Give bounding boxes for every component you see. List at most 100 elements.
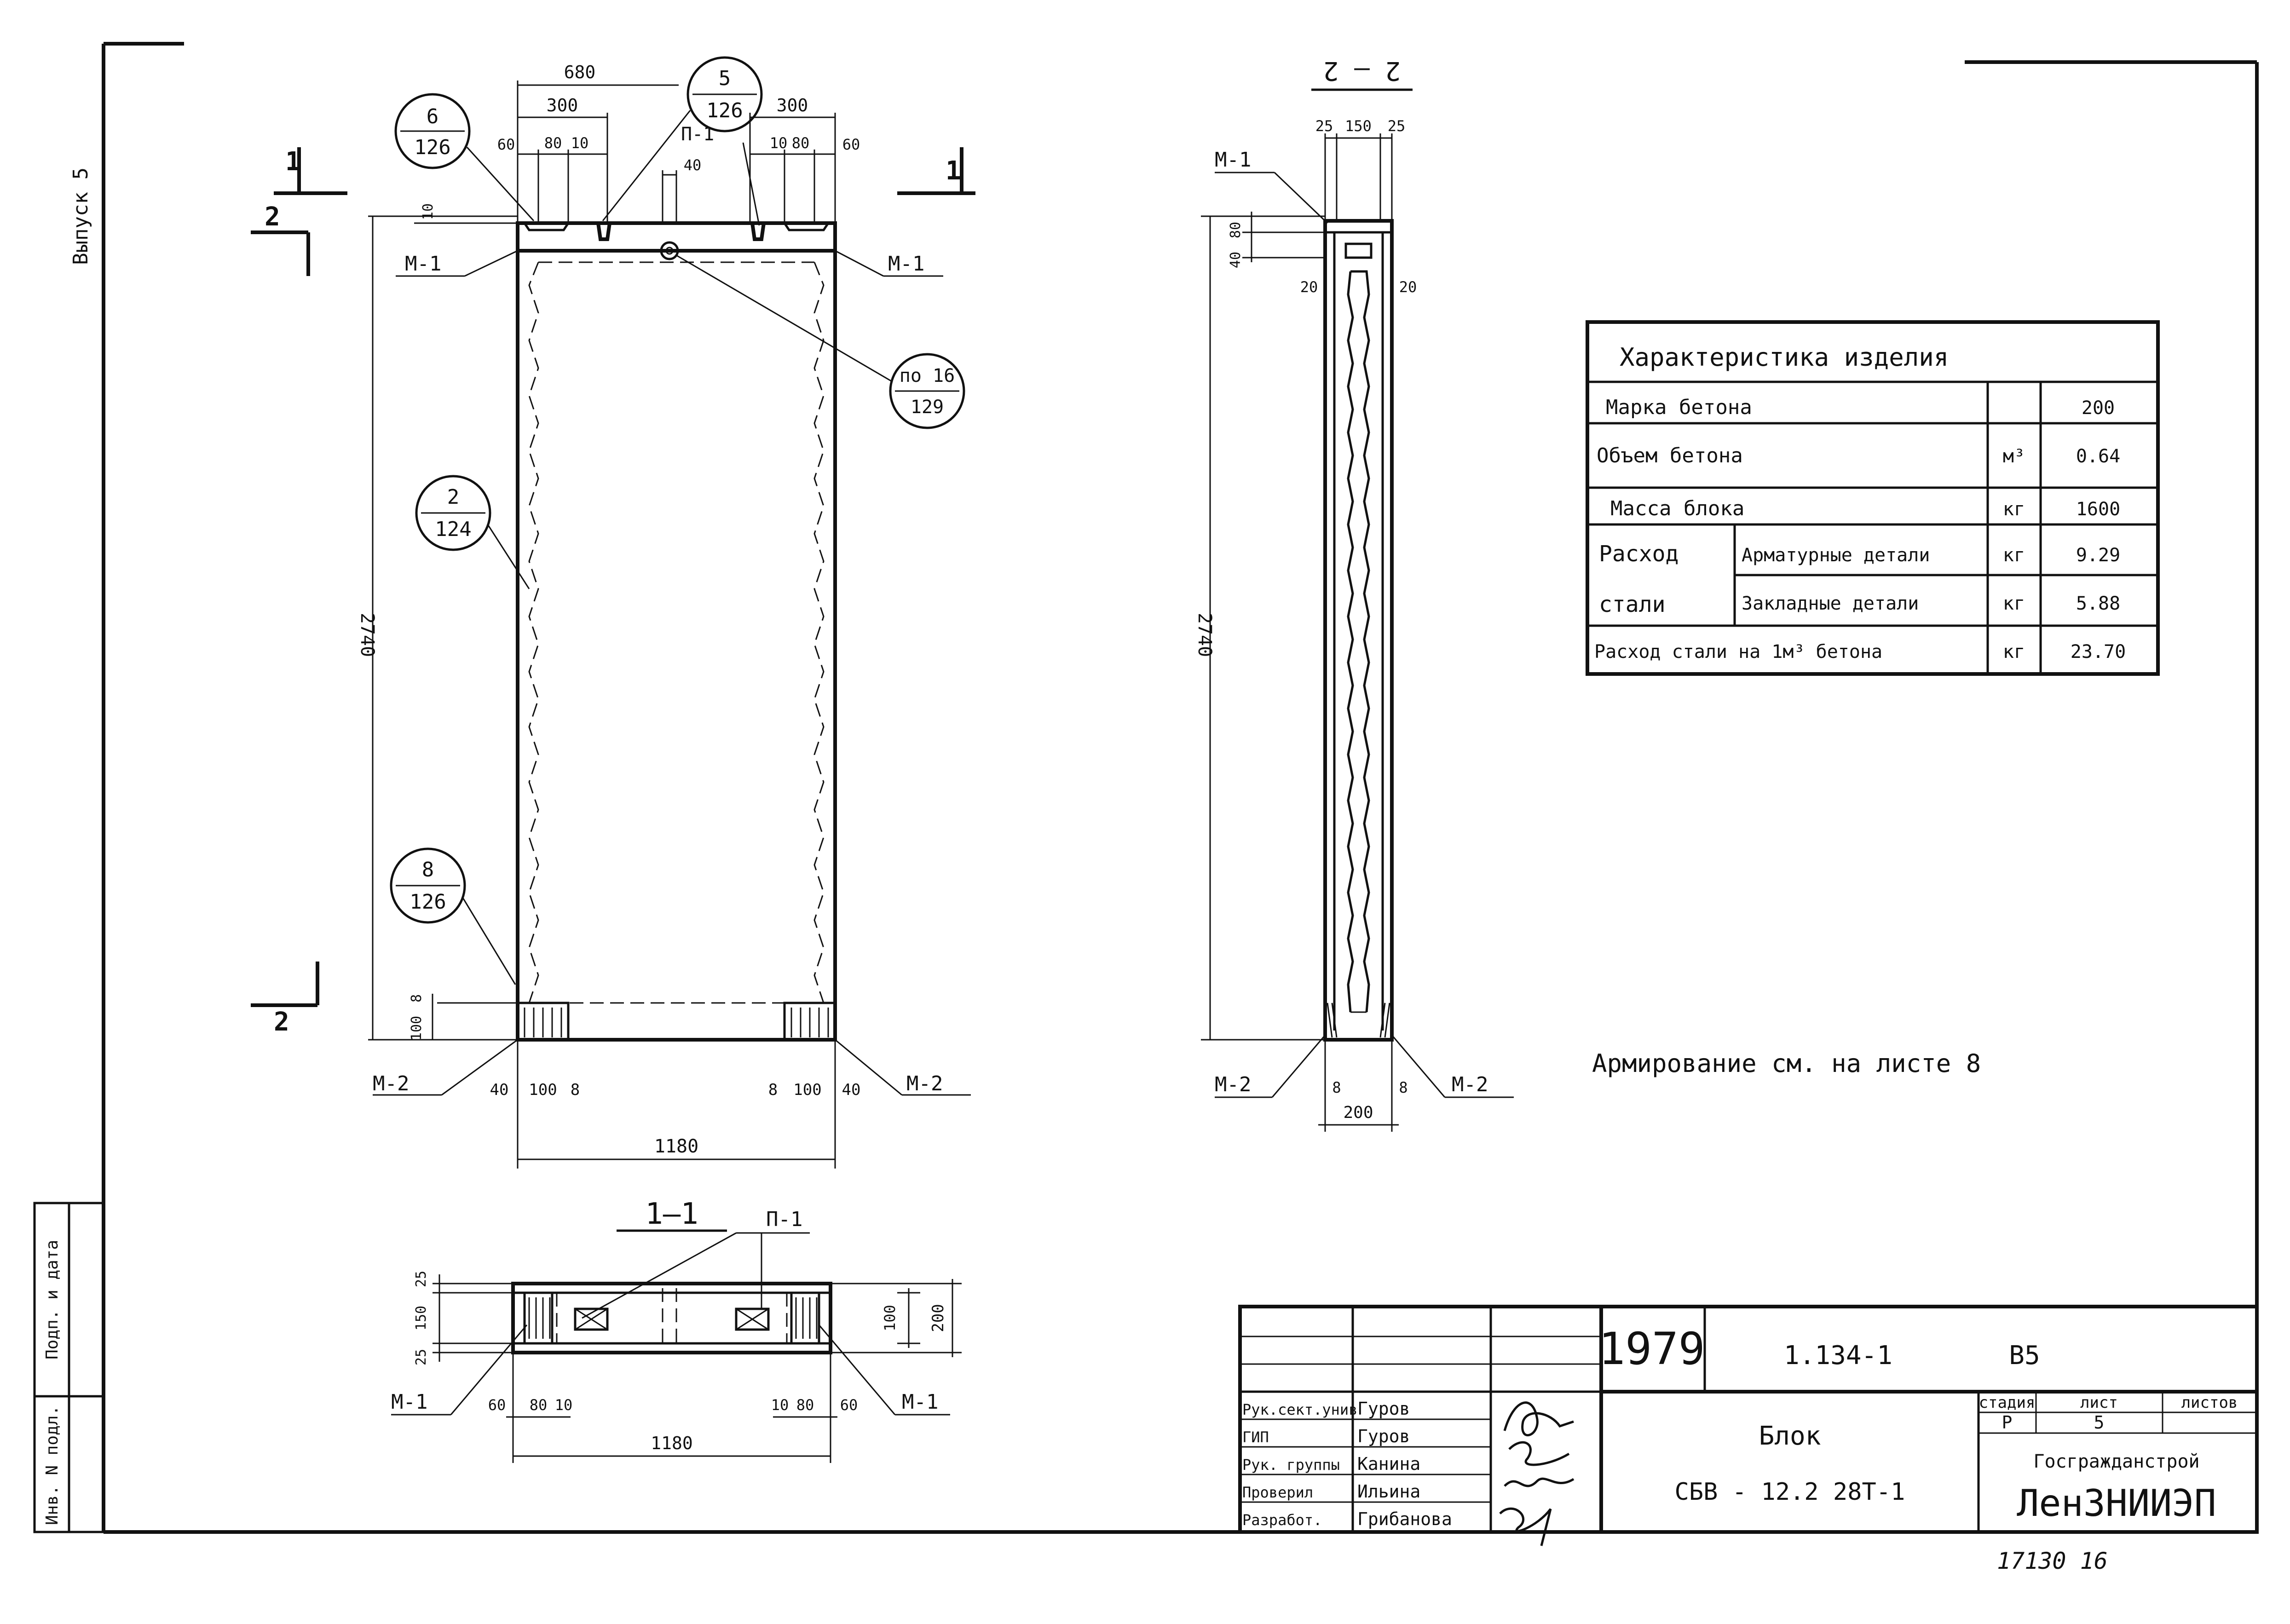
dim-10: 10 [420,203,436,220]
s22-dim-150: 150 [1345,117,1372,135]
svg-text:124: 124 [435,518,471,541]
svg-text:8: 8 [422,858,434,881]
svg-text:126: 126 [706,99,743,122]
dim-right-80: 80 [792,134,810,152]
char-per-m3-value: 23.70 [2071,641,2126,662]
dim-bot-8: 8 [409,994,425,1002]
char-row-name: Марка бетона [1606,396,1752,419]
s22-label-m2-left: М-2 [1215,1073,1251,1096]
side-sign-label: Подп. и дата [43,1240,62,1359]
s22-dim-8-right: 8 [1399,1079,1407,1096]
dim-b-100-left: 100 [529,1081,557,1099]
s11-dim-1180: 1180 [651,1433,693,1453]
tb-sheets-hdr: листов [2181,1394,2238,1412]
tb-code: СБВ - 12.2 28Т-1 [1675,1478,1905,1506]
svg-text:129: 129 [911,397,944,418]
char-steel-item-unit: кг [2003,545,2025,566]
s11-dim-80-left: 80 [530,1396,548,1414]
block-outline [516,221,837,1042]
callout-8-126[interactable]: 8 126 [390,847,516,985]
char-per-m3-unit: кг [2003,641,2025,662]
s11-label-m1-left: М-1 [391,1390,427,1414]
dim-top-right: 300 [777,95,808,115]
tb-name: Блок [1759,1421,1821,1451]
dim-b-8-right: 8 [768,1081,778,1099]
char-steel-item-name: Закладные детали [1742,593,1919,614]
svg-text:126: 126 [410,890,446,914]
dim-bot-100: 100 [409,1016,425,1041]
s22-dim-25a: 25 [1315,117,1333,135]
dim-40: 40 [684,156,702,174]
tb-person-name: Ильина [1357,1481,1420,1502]
svg-text:1: 1 [946,156,961,186]
dim-width-1180: 1180 [654,1136,698,1157]
section-mark-2-bottom: 2 [251,962,319,1037]
dim-b-40-right: 40 [842,1081,861,1099]
callout-po16-129[interactable]: по 16 129 [676,254,965,429]
callout-5-126[interactable]: 5 126 [602,56,763,221]
callout-6-126[interactable]: 6 126 [394,93,535,222]
char-steel-item-name: Арматурные детали [1742,545,1930,566]
side-stamp-table: Инв. N подл. Подп. и дата [33,1202,105,1533]
char-row-value: 1600 [2076,499,2120,520]
dim-left-80: 80 [544,134,562,152]
s11-dim-60-left: 60 [488,1396,506,1414]
bottom-note: 17130 16 [1997,1548,2108,1574]
svg-text:2: 2 [447,485,460,509]
tb-person-role: Разработ. [1242,1511,1322,1529]
char-steel-label-top: Расход [1599,541,1679,567]
s22-dim-20-left: 20 [1300,278,1318,296]
section-2-2: 2 — 2 25 150 25 80 40 20 20 2740 [1194,56,1514,1132]
tb-person-name: Гуров [1357,1399,1410,1419]
tb-person-role: ГИП [1242,1428,1269,1446]
tb-person-name: Гуров [1357,1426,1410,1446]
s22-dim-40: 40 [1228,252,1244,268]
s22-dim-height: 2740 [1194,613,1215,657]
s22-label-m2-right: М-2 [1452,1073,1488,1096]
tb-series: 1.134-1 [1784,1341,1892,1371]
s22-label-m1: М-1 [1215,148,1251,172]
section-1-1-title: 1—1 [645,1197,698,1231]
dim-b-8-left: 8 [571,1081,580,1099]
s11-dim-80-right: 80 [796,1396,814,1414]
s11-dim-25b: 25 [413,1349,429,1365]
dim-b-100-right: 100 [793,1081,821,1099]
s22-dim-80: 80 [1228,222,1244,238]
s11-dim-150: 150 [413,1306,429,1330]
dim-top-left: 300 [547,95,578,115]
char-row-value: 0.64 [2076,446,2120,467]
callout-2-124[interactable]: 2 124 [415,475,530,589]
dim-right-10: 10 [770,134,788,152]
tb-person-role: Рук. группы [1242,1456,1340,1474]
char-per-m3-name: Расход стали на 1м³ бетона [1594,641,1882,662]
section-2-2-title: 2 — 2 [1323,56,1401,86]
svg-text:126: 126 [414,136,450,159]
char-steel-item-value: 5.88 [2076,593,2120,614]
label-m1-right: М-1 [888,252,924,276]
char-row-name: Объем бетона [1597,444,1743,467]
s11-dim-10-right: 10 [771,1396,789,1414]
s11-label-m1-right: М-1 [902,1390,938,1414]
char-row-name: Масса блока [1610,497,1744,520]
s22-dim-20-right: 20 [1399,278,1417,296]
tb-stage-hdr: стадия [1979,1394,2036,1412]
svg-text:по 16: по 16 [900,365,955,386]
svg-text:2: 2 [274,1007,289,1037]
tb-sheet: 5 [2094,1412,2105,1433]
reinforcement-note: Армирование см. на листе 8 [1592,1049,1981,1078]
svg-text:1: 1 [285,147,301,177]
s22-dim-200: 200 [1343,1103,1373,1122]
svg-text:2: 2 [265,202,280,232]
side-label: Выпуск 5 [69,167,92,265]
s11-dim-25a: 25 [413,1271,429,1287]
s22-dim-25b: 25 [1388,117,1406,135]
section-mark-2-top: 2 [251,202,310,276]
char-steel-item-value: 9.29 [2076,545,2120,566]
tb-person-role: Проверил [1242,1484,1313,1501]
characteristics-table: Характеристика изделия Марка бетона 200 … [1586,320,2160,676]
tb-person-name: Канина [1357,1454,1420,1474]
tb-person-role: Рук.сект.унив [1242,1401,1357,1418]
s11-dim-100: 100 [881,1305,899,1331]
tb-org2: ЛенЗНИИЭП [2017,1482,2216,1525]
